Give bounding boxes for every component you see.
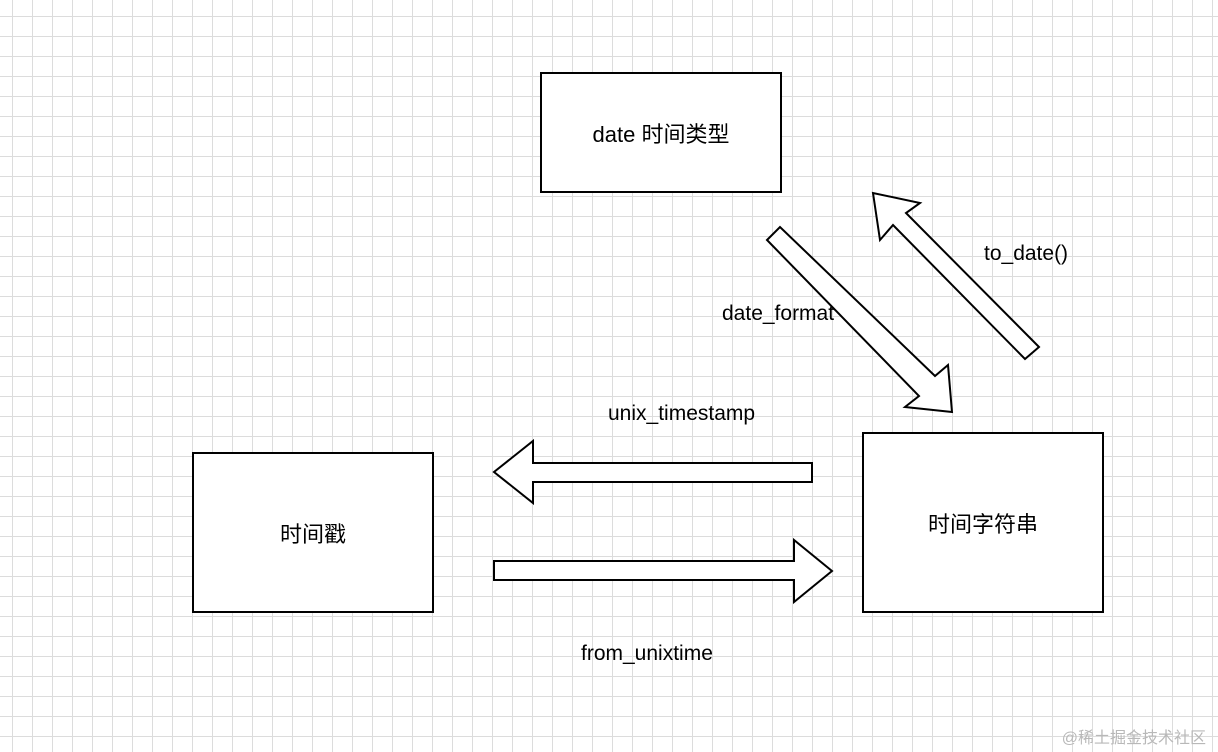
edge-label-date-format: date_format: [722, 302, 835, 325]
node-timestamp-label: 时间戳: [279, 521, 346, 547]
node-time-string-label: 时间字符串: [927, 511, 1038, 537]
edge-label-from-unixtime: from_unixtime: [581, 642, 713, 665]
edge-label-to-date: to_date(): [984, 242, 1069, 265]
edge-label-unix-timestamp: unix_timestamp: [608, 402, 756, 425]
node-timestamp: 时间戳: [192, 452, 434, 613]
arrow-unix-timestamp: [492, 438, 813, 506]
watermark-text: @稀土掘金技术社区: [1061, 730, 1206, 747]
arrow-date-format: [765, 225, 954, 414]
arrow-to-date: [871, 191, 1041, 361]
node-date-type: date 时间类型: [540, 72, 782, 193]
node-time-string: 时间字符串: [862, 432, 1104, 613]
node-date-type-label: date 时间类型: [592, 121, 730, 147]
arrow-from-unixtime: [493, 537, 834, 605]
